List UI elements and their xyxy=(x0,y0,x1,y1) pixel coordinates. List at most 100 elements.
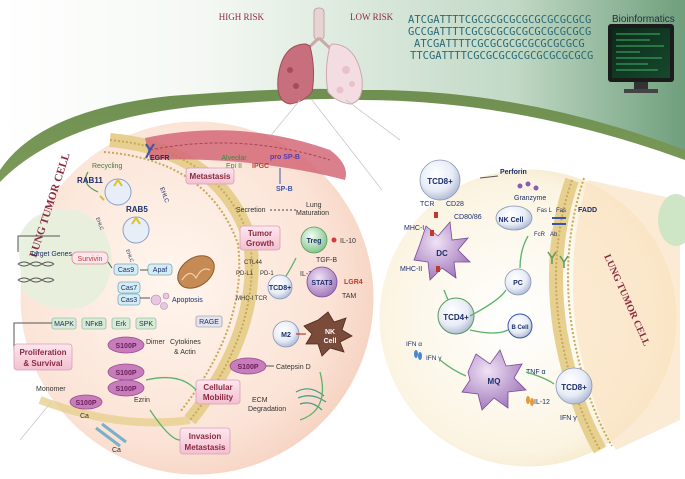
right-membrane xyxy=(549,177,685,454)
apoptosis-icon xyxy=(150,292,170,310)
cellular-mobility-box xyxy=(195,379,241,405)
dimer-label: Dimer xyxy=(146,339,165,346)
flow-arrows xyxy=(145,257,324,441)
sequence-4: TTCGATTTTCGCGCGCGCGCGCGCGCGCG xyxy=(410,50,593,62)
zoom-line-right xyxy=(345,99,401,141)
ifna-a-label: IFN α xyxy=(406,341,422,348)
granzyme-label: Granzyme xyxy=(514,195,546,202)
bcell-label: B Cell xyxy=(511,325,528,331)
fasl-label: Fas L xyxy=(537,208,553,214)
low-risk-label: LOW RISK xyxy=(350,12,394,22)
apaf-label: Apaf xyxy=(153,267,167,274)
s100p-b xyxy=(107,379,145,397)
ca-a-label: Ca xyxy=(80,413,89,420)
nucleus-region xyxy=(18,209,112,309)
genes-arrow xyxy=(17,235,60,252)
ehlc-top-label: EHLC xyxy=(158,187,169,205)
plasma-cell xyxy=(504,268,532,296)
ifng-b-label: IFN γ xyxy=(560,415,577,422)
cas7-box xyxy=(117,281,141,294)
growth-label: Growth xyxy=(246,239,274,248)
tam-cell xyxy=(306,266,338,298)
survivin-box xyxy=(71,251,109,265)
spk-label: SPK xyxy=(139,321,153,328)
tumor-growth-box xyxy=(239,225,281,251)
mitochondrion-icon xyxy=(177,255,215,289)
perforin-arrow xyxy=(479,175,499,179)
tcr-label: TCR xyxy=(420,201,434,208)
mhc1-label: MHC-I xyxy=(404,225,424,232)
ca-b-label: Ca xyxy=(112,447,121,454)
fas-receptor-icon xyxy=(552,217,566,225)
alveolar-label: Alveolar xyxy=(221,155,247,162)
nk-label: NK xyxy=(325,329,335,336)
invasion-label: Invasion xyxy=(189,432,222,441)
survival-label: & Survival xyxy=(23,359,62,368)
ifng-a-label: IFN γ xyxy=(426,355,442,362)
cathepsin-label: Catepsin D xyxy=(276,364,311,371)
nk-cell-label: Cell xyxy=(324,338,337,345)
egfr-label: EGFR xyxy=(150,155,169,162)
granzyme-dots-icon xyxy=(517,181,539,191)
cd8086-label: CD80/86 xyxy=(454,214,482,221)
mq-label: MQ xyxy=(488,377,501,386)
proliferation-label: Proliferation xyxy=(19,348,66,357)
tgfb-label: TGF-B xyxy=(316,257,337,264)
cd28-label: CD28 xyxy=(446,201,464,208)
tcd8-cell-bottom xyxy=(555,367,593,405)
lower-membrane xyxy=(38,396,191,427)
erk-label: Erk xyxy=(116,321,127,328)
rage-label: RAGE xyxy=(199,319,219,326)
pro-spb-label: pro SP-B xyxy=(270,154,300,161)
s100p-mid-label: S100P xyxy=(237,364,258,371)
dendritic-cell xyxy=(413,221,471,281)
tcd8-cell-left xyxy=(267,274,293,300)
tumor-label: Tumor xyxy=(248,229,272,238)
s100p-monomer-label: S100P xyxy=(75,400,96,407)
mhc-tcr-label: MHC-I TCR xyxy=(236,296,268,302)
s100p-dimer xyxy=(107,336,145,354)
tcd4-cell xyxy=(437,297,475,335)
rab11-label: RAB11 xyxy=(77,176,103,185)
ehlc-a-label: EHLC xyxy=(94,217,104,232)
monomer-label: Monomer xyxy=(36,386,66,393)
macrophage-cell xyxy=(461,349,527,411)
degradation-label: Degradation xyxy=(248,406,286,413)
mapk-arrow xyxy=(13,322,52,350)
antigen-icons xyxy=(430,212,440,272)
mhc2-label: MHC-II xyxy=(400,266,422,273)
calcium-channel-icon xyxy=(95,422,127,448)
pdl1-label: PD-L1 xyxy=(236,271,254,277)
s100p-b-label: S100P xyxy=(115,386,136,393)
tcd8-bottom-label: TCD8+ xyxy=(561,383,587,392)
proliferation-box xyxy=(13,343,73,371)
cas3-label: Cas3 xyxy=(121,297,137,304)
target-genes-label: Target Genes xyxy=(30,251,73,258)
rab5-vesicle xyxy=(122,216,150,244)
survivin-label: Survivin xyxy=(78,256,103,263)
alveolar-cell xyxy=(145,130,346,180)
secretion-label: Secretion xyxy=(236,207,266,214)
apoptosis-label: Apoptosis xyxy=(172,297,203,304)
il10-b-label: IL-10 xyxy=(300,271,316,278)
rab11-vesicle xyxy=(104,178,132,206)
cytokines-label: Cytokines xyxy=(170,339,201,346)
pc-label: PC xyxy=(513,280,523,287)
treg-label: Treg xyxy=(307,238,322,245)
bioinformatics-label: Bioinformatics xyxy=(612,14,675,25)
lungs-illustration xyxy=(277,7,363,105)
cas9-label: Cas9 xyxy=(118,267,134,274)
ezrin-label: Ezrin xyxy=(134,397,150,404)
dna-strand-icon xyxy=(17,261,55,283)
receptor-icons xyxy=(99,178,141,225)
egfr-receptor-icon xyxy=(145,143,155,159)
metastasis-box xyxy=(185,167,235,185)
spb-label: SP-B xyxy=(276,186,293,193)
antibody-icons xyxy=(547,251,569,268)
b-cell xyxy=(507,313,533,339)
ehlc-b-label: EHLC xyxy=(124,249,134,264)
metastasis2-label: Metastasis xyxy=(185,443,226,452)
treg-cell xyxy=(300,226,328,254)
cas9-box xyxy=(113,263,139,276)
